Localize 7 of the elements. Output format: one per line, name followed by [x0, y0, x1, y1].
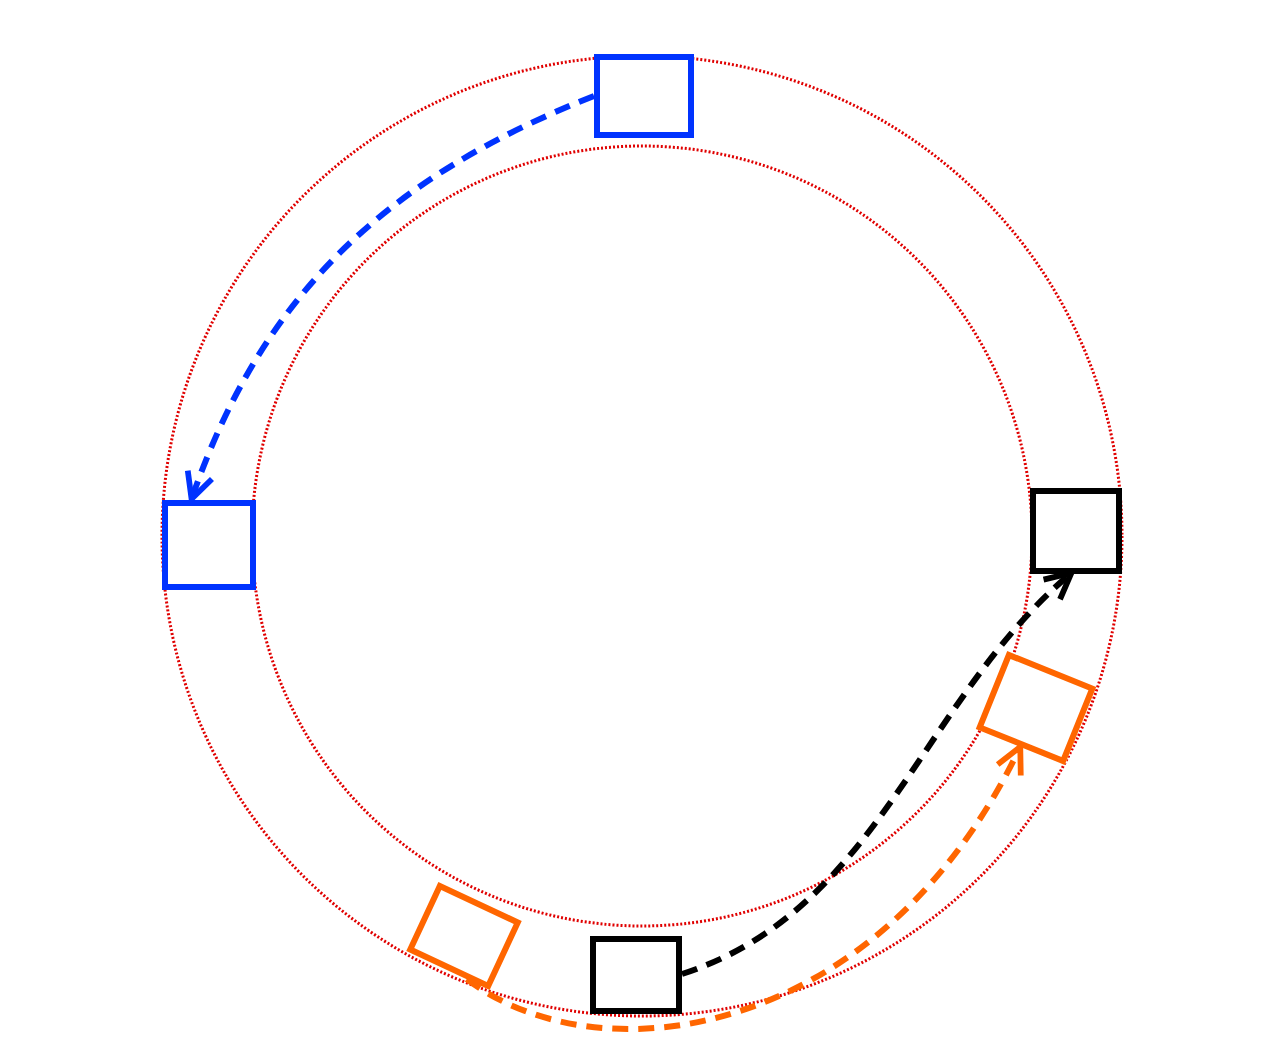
square-box	[594, 54, 694, 138]
dashed-arrow	[185, 93, 596, 502]
square-box	[590, 935, 682, 1013]
dashed-arrow	[680, 570, 1075, 977]
dashed-arrow	[465, 744, 1024, 1032]
square-box	[1030, 487, 1122, 573]
square-box	[161, 499, 255, 589]
